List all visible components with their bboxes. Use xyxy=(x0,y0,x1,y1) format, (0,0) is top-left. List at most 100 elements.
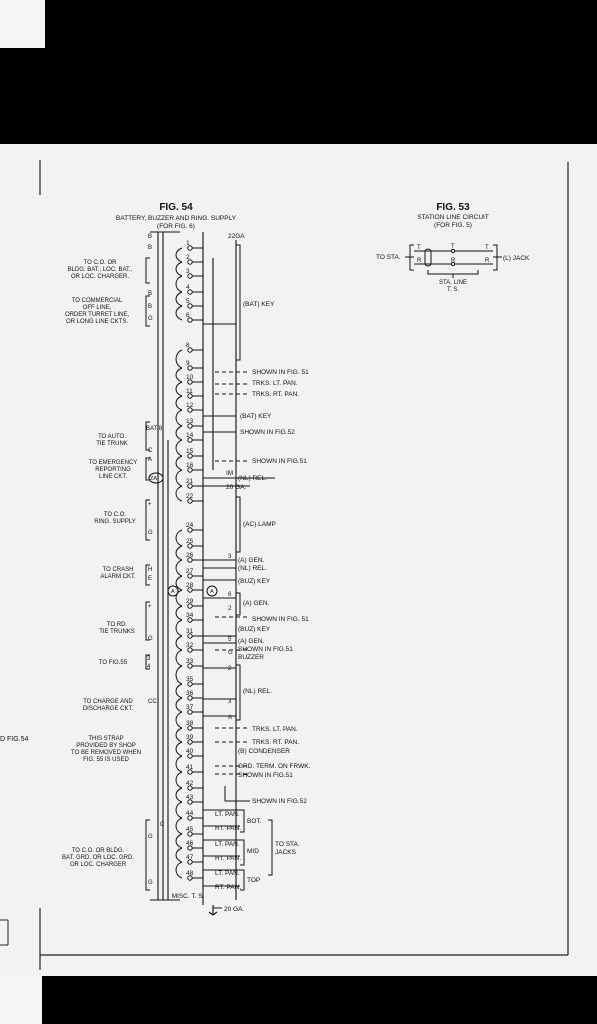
ltr-2: 2 xyxy=(228,606,232,612)
lbl-nlrel3: (NL) REL. xyxy=(243,688,272,695)
lbl-grd1: TO C.O. OR BLDG. xyxy=(72,848,125,854)
lbl-comm3: ORDER TURRET LINE, xyxy=(65,312,129,318)
fig53-subtitle2: (FOR FIG. 5) xyxy=(434,222,472,229)
ltr-plus1: + xyxy=(148,502,152,508)
terminal-number-24: 24 xyxy=(186,522,194,529)
strap-9 xyxy=(175,349,183,369)
strap-2 xyxy=(175,247,183,263)
ltr-c: C xyxy=(148,448,153,454)
lbl-agen3: (A) GEN. xyxy=(238,638,265,645)
strap-31 xyxy=(175,619,183,637)
lbl-strap1: THIS STRAP xyxy=(88,736,123,742)
fig53-t-right: T xyxy=(485,245,489,251)
strap-21 xyxy=(175,469,183,487)
left-label-group: TO C.O. OR BLDG. BAT., LOC. BAT., OR LOC… xyxy=(62,260,141,868)
drawing-sheet xyxy=(0,144,597,976)
strap-29 xyxy=(175,589,183,607)
ltr-4: 4 xyxy=(147,664,151,670)
marker-za: ZA xyxy=(150,476,157,482)
lbl-tosta2: JACKS xyxy=(275,849,297,856)
terminal-number-4: 4 xyxy=(186,284,190,291)
lbl-co2: BLDG. BAT., LOC. BAT., xyxy=(68,267,133,273)
lbl-fig51b: SHOWN IN FIG.51 xyxy=(252,458,307,465)
terminal-number-47: 47 xyxy=(186,854,194,861)
ltr-b1: B xyxy=(148,234,152,240)
terminal-number-45: 45 xyxy=(186,826,194,833)
lbl-fig51e: SHOWN IN FIG.51 xyxy=(238,772,293,779)
strap-47 xyxy=(175,847,183,863)
lbl-im: IM xyxy=(226,470,233,477)
lbl-22ga: 22GA xyxy=(228,233,245,240)
fig53-to-sta: TO STA. xyxy=(376,254,401,261)
lbl-emer1: TO EMERGENCY xyxy=(89,460,138,466)
lbl-ltpan-3: LT. PAN. xyxy=(215,870,240,877)
marker-a1: A xyxy=(171,589,175,595)
lbl-mid: MID xyxy=(247,848,259,855)
ltr-g2: G xyxy=(148,530,153,536)
lbl-emer2: REPORTING xyxy=(95,467,131,473)
ltr-e: E xyxy=(148,576,152,582)
ltr-a: A xyxy=(148,457,152,463)
terminal-number-27: 27 xyxy=(186,568,194,575)
terminal-number-12: 12 xyxy=(186,402,194,409)
lbl-fig52a: SHOWN IN FIG.52 xyxy=(240,429,295,436)
ltr-3: 3 xyxy=(147,656,151,662)
terminal-number-2: 2 xyxy=(186,254,190,261)
fig53-t-mid: T xyxy=(451,244,455,250)
terminal-number-41: 41 xyxy=(186,764,194,771)
terminal-number-6: 6 xyxy=(186,312,190,319)
strap-14 xyxy=(175,425,183,441)
terminal-number-3: 3 xyxy=(186,268,190,275)
strap-5 xyxy=(175,291,183,307)
fig53-l-jack: (L) JACK xyxy=(503,255,530,262)
lbl-rd2: TIE TRUNKS xyxy=(99,629,135,635)
terminal-number-11: 11 xyxy=(186,388,193,395)
scan-edge-bottom xyxy=(0,976,42,1024)
lbl-fig51d: SHOWN IN FIG.51 xyxy=(238,646,293,653)
ltr-plus2: + xyxy=(148,604,152,610)
terminal-number-48: 48 xyxy=(186,870,194,877)
strap-22 xyxy=(175,485,183,502)
lbl-co1: TO C.O. OR xyxy=(84,260,118,266)
lbl-bot: BOT. xyxy=(247,818,262,825)
lbl-20ga-a: 20 GA. xyxy=(226,484,246,491)
lbl-nlrel1: (NL) REL. xyxy=(238,475,267,482)
terminal-number-31: 31 xyxy=(186,628,194,635)
strap-48 xyxy=(175,861,183,879)
terminal-number-35: 35 xyxy=(186,676,194,683)
lbl-trkslt2: TRKS. LT. PAN. xyxy=(252,726,298,733)
lbl-nlrel2: (NL) REL. xyxy=(238,565,267,572)
terminal-number-39: 39 xyxy=(186,734,194,741)
lbl-comm4: OR LONG LINE CKTS. xyxy=(66,319,128,325)
fig53-r-mid: R xyxy=(451,258,456,264)
strap-42 xyxy=(175,771,183,789)
strap-35 xyxy=(175,665,183,685)
strap-43 xyxy=(175,787,183,803)
lbl-co3: OR LOC. CHARGER. xyxy=(71,274,129,280)
left-braces xyxy=(145,257,150,891)
lbl-grd3: OR LOC. CHARGER xyxy=(70,862,127,868)
lbl-crash2: ALARM CKT. xyxy=(100,574,136,580)
terminal-number-29: 29 xyxy=(186,598,194,605)
ltr-a2: A xyxy=(228,715,232,721)
lbl-buzzer: BUZZER xyxy=(238,654,264,661)
lbl-fig55: TO FIG.55 xyxy=(99,660,128,666)
left-edge-label: D FIG.54 xyxy=(0,736,29,743)
strap-36 xyxy=(175,683,183,699)
terminal-number-36: 36 xyxy=(186,690,194,697)
lbl-fig52b: SHOWN IN FIG.52 xyxy=(252,798,307,805)
fig53-r-left: R xyxy=(417,258,422,264)
strap-32 xyxy=(175,635,183,651)
terminal-number-1: 1 xyxy=(186,240,190,247)
terminal-number-32: 32 xyxy=(186,642,194,649)
right-label-group: 22GA (BAT) KEY SHOWN IN FIG. 51 TRKS. LT… xyxy=(172,233,311,913)
lbl-charge1: TO CHARGE AND xyxy=(83,699,133,705)
terminal-number-42: 42 xyxy=(186,780,194,787)
lbl-fig51c: SHOWN IN FIG. 51 xyxy=(252,616,309,623)
strap-16 xyxy=(175,455,183,471)
strap-28 xyxy=(175,575,183,591)
lbl-misc: MISC. T. S. xyxy=(172,893,205,900)
terminal-number-14: 14 xyxy=(186,432,194,439)
lbl-batkey1: (BAT) KEY xyxy=(243,301,275,308)
